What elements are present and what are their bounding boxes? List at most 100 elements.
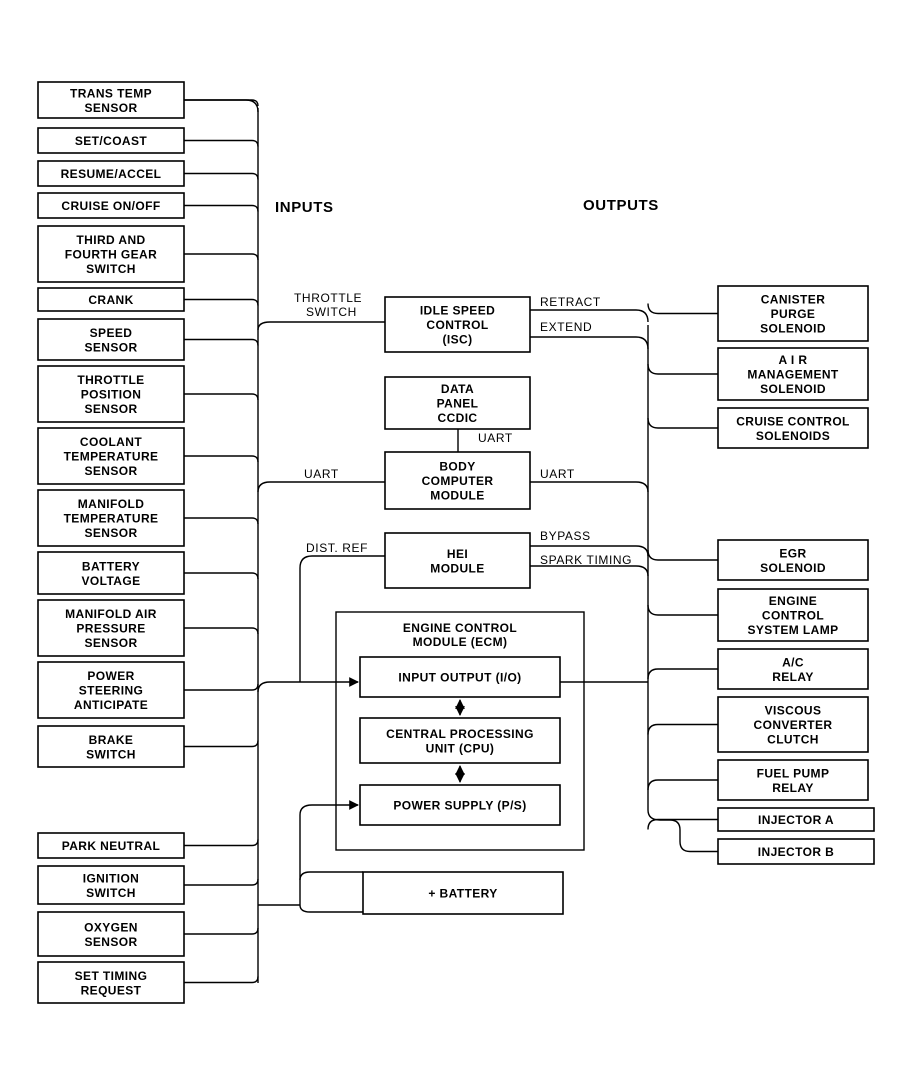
input-set-coast-label: SET/COAST: [75, 134, 148, 148]
input-coolant-temperature-sensor-frame: [37, 427, 185, 485]
input-set-timing-request-frame: [37, 961, 185, 1004]
isc-extend-wire: [530, 336, 649, 350]
idle-speed-control-block-label: (ISC): [443, 333, 473, 347]
output-wire-engine-control-system-lamp: [647, 604, 718, 616]
input-third-and-fourth-gear-switch-label: FOURTH GEAR: [65, 248, 157, 262]
input-park-neutral: PARK NEUTRAL: [37, 832, 185, 859]
output-injector-a-label: INJECTOR A: [758, 813, 834, 827]
input-wire-crank: [184, 298, 259, 306]
hei-spark-timing-wire: [530, 565, 649, 577]
hei-module-block-label: HEI: [447, 547, 468, 561]
input-power-steering-anticipate-label: POWER: [87, 669, 134, 683]
input-wire-ignition-switch: [184, 878, 259, 886]
output-wire-egr-solenoid: [647, 549, 718, 561]
output-wire-viscous-converter-clutch: [647, 723, 718, 735]
input-throttle-position-sensor-label: POSITION: [81, 388, 142, 402]
hei-module-block-frame: [384, 532, 531, 589]
input-resume-accel: RESUME/ACCEL: [37, 160, 185, 187]
output-engine-control-system-lamp-label: ENGINE: [769, 594, 817, 608]
output-bus: [647, 325, 661, 821]
isc-retract-wire: [530, 309, 649, 323]
battery-feed-bottom: [299, 904, 363, 913]
input-power-steering-anticipate-frame: [37, 661, 185, 719]
input-resume-accel-label: RESUME/ACCEL: [61, 167, 162, 181]
input-third-and-fourth-gear-switch-frame: [37, 225, 185, 283]
battery-block-label: + BATTERY: [428, 887, 497, 901]
input-brake-switch-label: SWITCH: [86, 747, 136, 761]
output-engine-control-system-lamp-label: CONTROL: [762, 609, 824, 623]
input-output-block: INPUT OUTPUT (I/O): [359, 656, 561, 698]
data-panel-block-label: DATA: [441, 382, 474, 396]
input-battery-voltage-frame: [37, 551, 185, 595]
output-a-c-relay-label: RELAY: [772, 670, 814, 684]
bus-to-bcm: [257, 481, 385, 493]
output-canister-purge-solenoid-label: SOLENOID: [760, 322, 826, 336]
ecm-frame: [335, 611, 585, 851]
input-park-neutral-label: PARK NEUTRAL: [62, 839, 161, 853]
output-egr-solenoid-frame: [717, 539, 869, 581]
body-computer-module-block-label: MODULE: [430, 489, 484, 503]
input-trans-temp-sensor-label: SENSOR: [84, 101, 137, 115]
hei-module-block-label: MODULE: [430, 561, 484, 575]
input-wire-speed-sensor: [184, 338, 259, 346]
output-injector-a: INJECTOR A: [717, 807, 875, 832]
input-resume-accel-frame: [37, 160, 185, 187]
input-trans-temp-sensor-label: TRANS TEMP: [70, 86, 152, 100]
input-coolant-temperature-sensor-label: TEMPERATURE: [64, 450, 159, 464]
power-supply-block: POWER SUPPLY (P/S): [359, 784, 561, 826]
input-manifold-temperature-sensor-label: MANIFOLD: [78, 497, 145, 511]
uart-label-right: UART: [540, 467, 575, 481]
output-wire-a-c-relay: [647, 668, 718, 680]
outputs-header: OUTPUTS: [583, 197, 659, 214]
hei-dist-ref-wire: [299, 555, 385, 682]
input-manifold-temperature-sensor-label: TEMPERATURE: [64, 512, 159, 526]
output-egr-solenoid-label: EGR: [779, 546, 806, 560]
ecm-title: MODULE (ECM): [413, 635, 508, 649]
output-a-i-r-management-solenoid-frame: [717, 347, 869, 401]
input-crank-frame: [37, 287, 185, 312]
input-wire-set-coast: [184, 139, 259, 147]
output-a-i-r-management-solenoid-label: A I R: [779, 353, 808, 367]
input-set-coast-frame: [37, 127, 185, 154]
output-wire-injector-b: [660, 819, 718, 853]
output-canister-purge-solenoid-label: PURGE: [771, 307, 816, 321]
bus-to-isc: [257, 321, 385, 331]
ecm-title: ENGINE CONTROL: [403, 621, 517, 635]
body-computer-module-block-frame: [384, 451, 531, 510]
output-a-c-relay-label: A/C: [782, 655, 804, 669]
input-ignition-switch-frame: [37, 865, 185, 905]
uart-label-data-panel: UART: [478, 431, 513, 445]
input-wire-battery-voltage: [184, 572, 259, 580]
input-speed-sensor-label: SENSOR: [84, 340, 137, 354]
input-battery-voltage-label: VOLTAGE: [81, 574, 140, 588]
output-wire-a-i-r-management-solenoid: [647, 363, 718, 375]
input-third-and-fourth-gear-switch-label: THIRD AND: [76, 233, 145, 247]
input-manifold-air-pressure-sensor-label: PRESSURE: [76, 622, 145, 636]
hei-bypass-wire: [530, 545, 649, 557]
output-cruise-control-solenoids-label: SOLENOIDS: [756, 429, 830, 443]
output-wire-fuel-pump-relay: [647, 779, 718, 791]
battery-block-frame: [362, 871, 564, 915]
output-engine-control-system-lamp-frame: [717, 588, 869, 642]
output-viscous-converter-clutch-frame: [717, 696, 869, 753]
input-crank: CRANK: [37, 287, 185, 312]
input-brake-switch-frame: [37, 725, 185, 768]
throttle-switch-label: THROTTLE: [294, 291, 362, 305]
output-injector-b: INJECTOR B: [717, 838, 875, 865]
cpu-block-frame: [359, 717, 561, 764]
output-viscous-converter-clutch-label: CLUTCH: [767, 733, 819, 747]
output-injector-b-frame: [717, 838, 875, 865]
input-set-timing-request-label: REQUEST: [81, 983, 142, 997]
power-supply-block-label: POWER SUPPLY (P/S): [393, 799, 526, 813]
bus-to-io: [257, 677, 359, 693]
